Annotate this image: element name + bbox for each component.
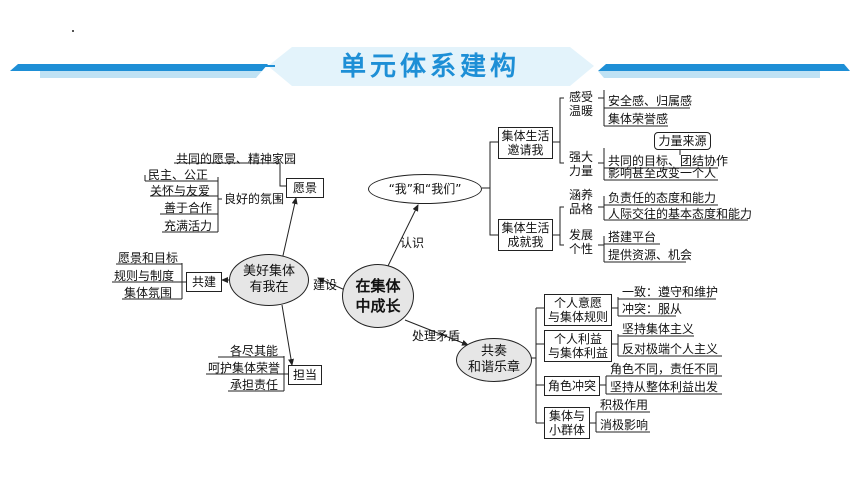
- banner-left-stripe-light: [40, 71, 262, 78]
- atmosphere-label: 良好的氛围: [224, 192, 285, 206]
- develop-line1: 发展: [568, 228, 593, 242]
- small-group-item: 积极作用: [600, 398, 649, 412]
- build-box: 共建: [186, 272, 222, 292]
- stray-dot: [72, 30, 74, 32]
- good-group-line1: 美好集体: [242, 264, 295, 279]
- take-on-label: 担当: [292, 368, 317, 382]
- take-on-item: 呵护集体荣誉: [208, 361, 281, 375]
- good-group-line2: 有我在: [249, 280, 289, 295]
- cultivate-label: 涵养品格: [566, 188, 596, 216]
- harmony-line1: 共奏: [480, 344, 507, 359]
- center-line2: 中成长: [355, 297, 401, 315]
- interests-box: 个人利益与集体利益: [544, 330, 612, 362]
- banner-right-stripe-light: [598, 71, 820, 78]
- will-rules-box: 个人意愿与集体规则: [544, 294, 612, 326]
- center-line1: 在集体: [355, 277, 401, 295]
- harmony-line2: 和谐乐章: [467, 360, 520, 375]
- interests-line1: 个人利益: [553, 332, 602, 346]
- warmth-label: 感受温暖: [566, 90, 596, 118]
- take-on-item: 各尽其能: [230, 344, 279, 358]
- warmth-line2: 温暖: [568, 104, 593, 118]
- life-grow-box: 集体生活成就我: [498, 219, 553, 251]
- take-on-box: 担当: [288, 365, 322, 385]
- atmosphere-item: 善于合作: [164, 201, 213, 215]
- power-line1: 强大: [568, 150, 593, 164]
- life-invite-line2: 邀请我: [507, 143, 544, 157]
- banner-center: [268, 47, 594, 86]
- build-item: 规则与制度: [114, 269, 175, 283]
- build-label: 共建: [191, 275, 216, 289]
- small-group-item: 消极影响: [600, 418, 649, 432]
- build-item: 愿景和目标: [118, 251, 179, 265]
- life-grow-line1: 集体生活: [501, 221, 550, 235]
- page-title: 单元体系建构: [339, 52, 520, 82]
- role-label: 角色冲突: [547, 379, 596, 393]
- cultivate-line2: 品格: [568, 202, 593, 216]
- cultivate-item: 人际交往的基本态度和能力: [608, 207, 753, 221]
- cultivate-line1: 涵养: [568, 188, 593, 202]
- atmosphere-item: 关怀与友爱: [150, 184, 211, 198]
- life-grow-line2: 成就我: [507, 235, 544, 249]
- interests-item: 反对极端个人主义: [622, 342, 719, 356]
- develop-item: 搭建平台: [608, 230, 657, 244]
- edge-label-recognize: 认识: [400, 236, 425, 250]
- will-rules-item: 一致：遵守和维护: [622, 285, 719, 299]
- atmosphere-item: 民主、公正: [148, 168, 209, 182]
- life-invite-box: 集体生活邀请我: [498, 127, 553, 159]
- small-group-line1: 集体与: [548, 409, 585, 423]
- edge-label-build: 建设: [313, 278, 338, 292]
- life-invite-line1: 集体生活: [501, 129, 550, 143]
- role-item: 坚持从整体利益出发: [610, 380, 719, 394]
- power-item: 影响甚至改变一个人: [608, 166, 717, 180]
- we-node: “我”和“我们”: [368, 174, 482, 204]
- build-item: 集体氛围: [124, 286, 173, 300]
- we-label: “我”和“我们”: [388, 182, 462, 196]
- interests-line2: 与集体利益: [547, 346, 608, 360]
- edge-label-resolve: 处理矛盾: [412, 329, 461, 343]
- will-rules-line2: 与集体规则: [547, 310, 608, 324]
- small-group-box: 集体与小群体: [544, 407, 590, 439]
- power-source-box: 力量来源: [654, 132, 711, 150]
- role-item: 角色不同，责任不同: [610, 362, 719, 376]
- take-on-item: 承担责任: [230, 378, 279, 392]
- power-line2: 力量: [568, 164, 593, 178]
- small-group-line2: 小群体: [548, 423, 585, 437]
- power-source-label: 力量来源: [658, 134, 707, 148]
- banner-left-stripe: [10, 64, 268, 71]
- warmth-item: 安全感、归属感: [608, 94, 693, 108]
- role-box: 角色冲突: [544, 376, 600, 396]
- develop-item: 提供资源、机会: [608, 248, 693, 262]
- warmth-item: 集体荣誉感: [608, 112, 669, 126]
- vision-item: 共同的愿景、精神家园: [176, 152, 297, 166]
- vision-label: 愿景: [292, 181, 317, 195]
- cultivate-item: 负责任的态度和能力: [608, 191, 717, 205]
- title-banner: [10, 47, 850, 86]
- banner-right-stripe: [598, 64, 850, 71]
- harmony-node: 共奏和谐乐章: [456, 338, 532, 382]
- power-label: 强大力量: [566, 150, 596, 178]
- develop-label: 发展个性: [566, 228, 596, 256]
- good-group-node: 美好集体有我在: [229, 254, 309, 306]
- interests-item: 坚持集体主义: [622, 322, 695, 336]
- power-item: 共同的目标、团结协作: [608, 154, 729, 168]
- will-rules-item: 冲突：服从: [622, 302, 683, 316]
- vision-box: 愿景: [286, 178, 324, 198]
- develop-line2: 个性: [568, 242, 593, 256]
- center-node: 在集体中成长: [342, 264, 414, 328]
- warmth-line1: 感受: [568, 90, 593, 104]
- will-rules-line1: 个人意愿: [553, 296, 602, 310]
- atmosphere-item: 充满活力: [164, 219, 213, 233]
